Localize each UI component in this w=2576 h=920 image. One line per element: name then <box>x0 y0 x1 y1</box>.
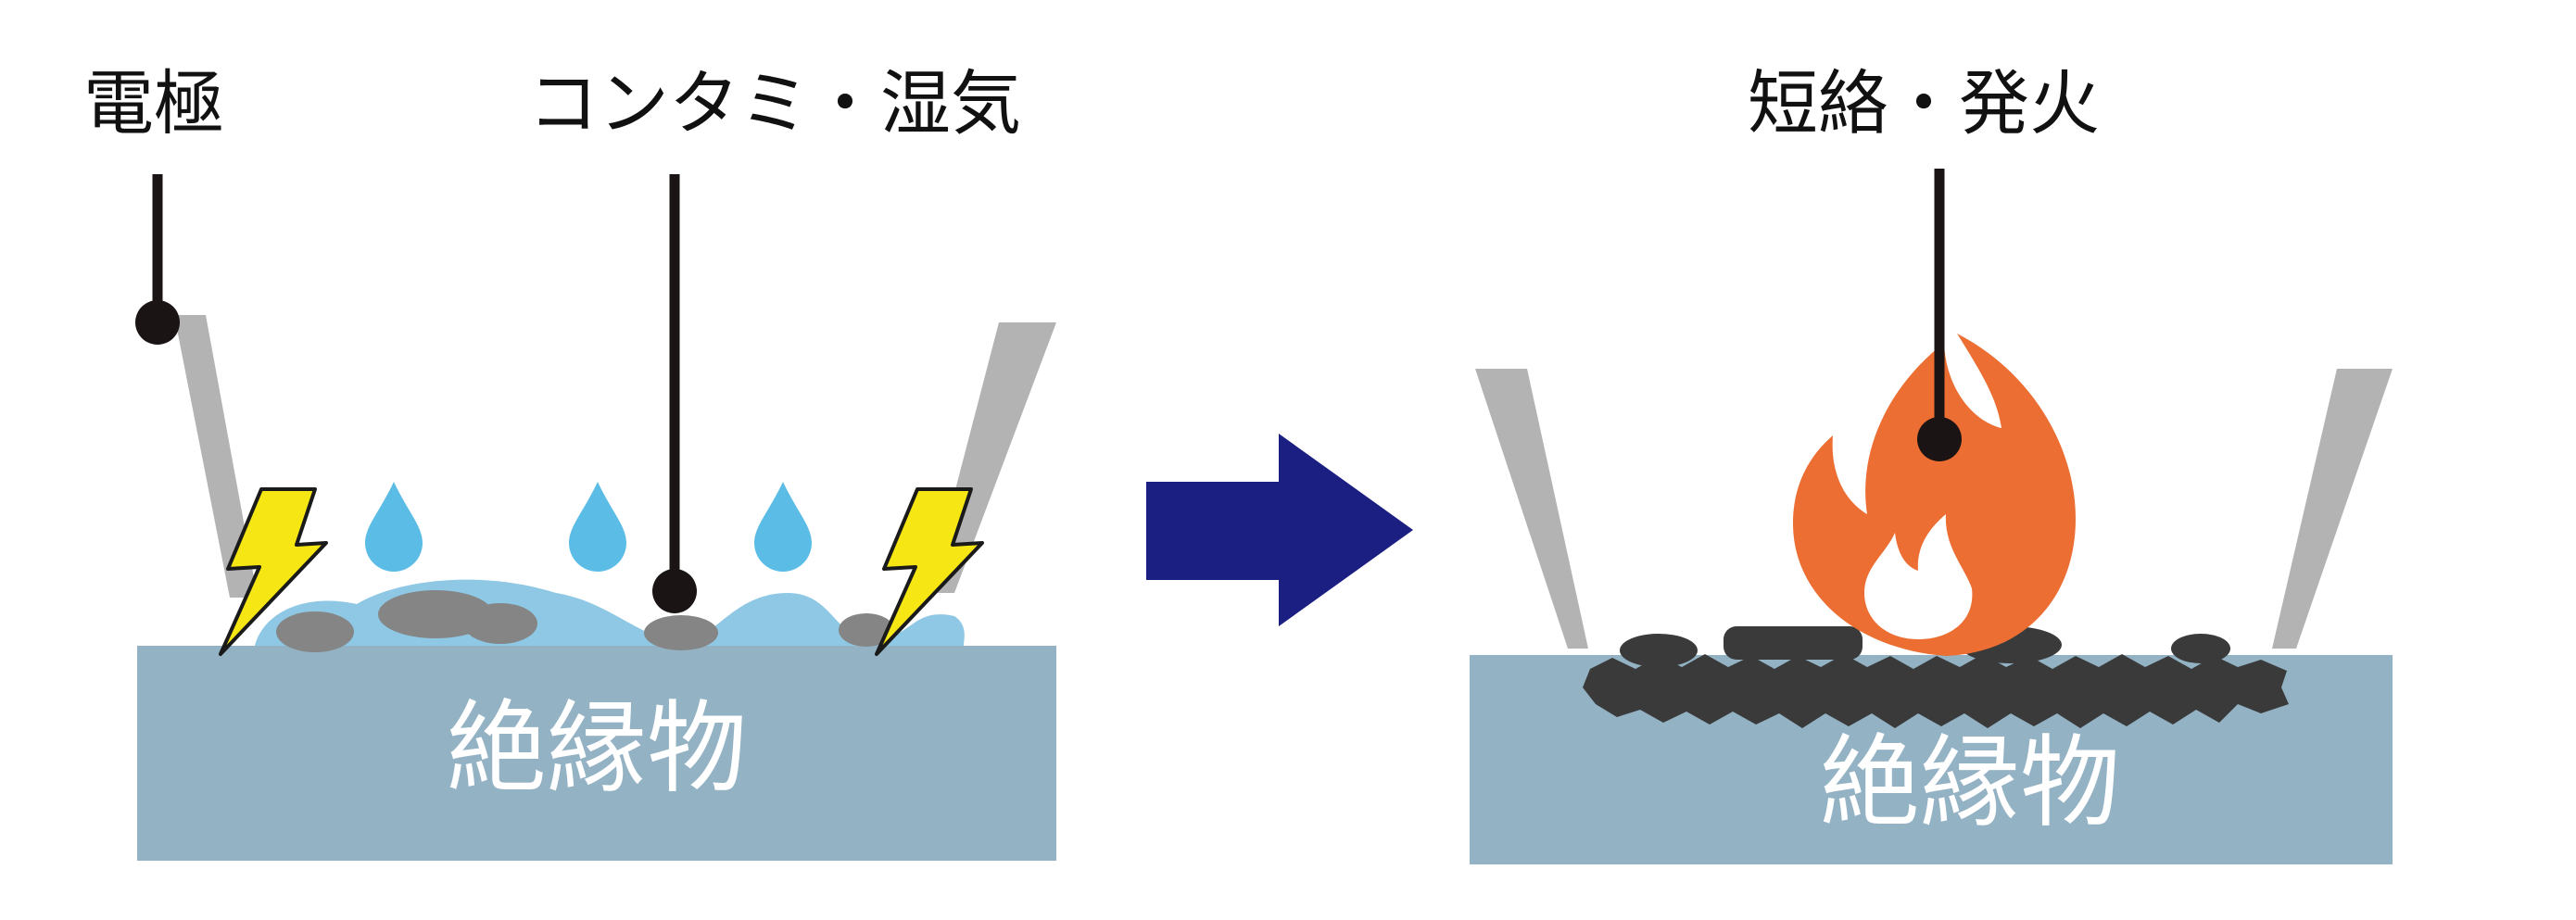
water-drop-icon <box>754 482 812 572</box>
flame-inner <box>1864 514 1973 639</box>
right-insulator-label: 絶縁物 <box>1820 725 2120 841</box>
contamination-leader-dot <box>652 569 697 613</box>
carbonized-track <box>1583 654 2289 728</box>
right-panel-left-electrode <box>1475 369 1588 649</box>
left-panel: 電極 コンタミ・湿気 絶縁物 <box>83 62 1056 861</box>
contaminant-particle <box>644 615 718 650</box>
water-drops <box>365 482 812 572</box>
electrode-label: 電極 <box>83 62 224 145</box>
flame-icon <box>1793 334 2076 656</box>
right-panel: 短絡・発火 絶縁物 <box>1470 62 2393 864</box>
lightning-bolt-icon <box>875 487 984 656</box>
lightning-bolt-icon <box>219 487 328 656</box>
left-electrode <box>174 315 258 598</box>
contaminant-particle <box>839 613 894 647</box>
contaminant-particle <box>276 611 354 652</box>
carbon-particle <box>1620 634 1698 667</box>
electrode-leader-dot <box>135 300 180 345</box>
water-drop-icon <box>569 482 626 572</box>
short-fire-label: 短絡・発火 <box>1748 62 2100 145</box>
contaminant-particle <box>463 603 537 644</box>
contaminant-particles <box>276 590 894 652</box>
contamination-label: コンタミ・湿気 <box>528 62 1021 145</box>
right-panel-right-electrode <box>2272 369 2393 649</box>
water-drop-icon <box>365 482 423 572</box>
short-fire-leader-dot <box>1917 417 1962 461</box>
carbon-particle <box>2171 634 2230 663</box>
carbon-particle <box>1724 626 1863 660</box>
flame-outer <box>1793 334 2076 656</box>
left-insulator-label: 絶縁物 <box>447 691 747 807</box>
right-arrow-icon <box>1146 434 1413 626</box>
carbonized-particles <box>1620 626 2230 667</box>
left-insulator <box>137 646 1056 861</box>
